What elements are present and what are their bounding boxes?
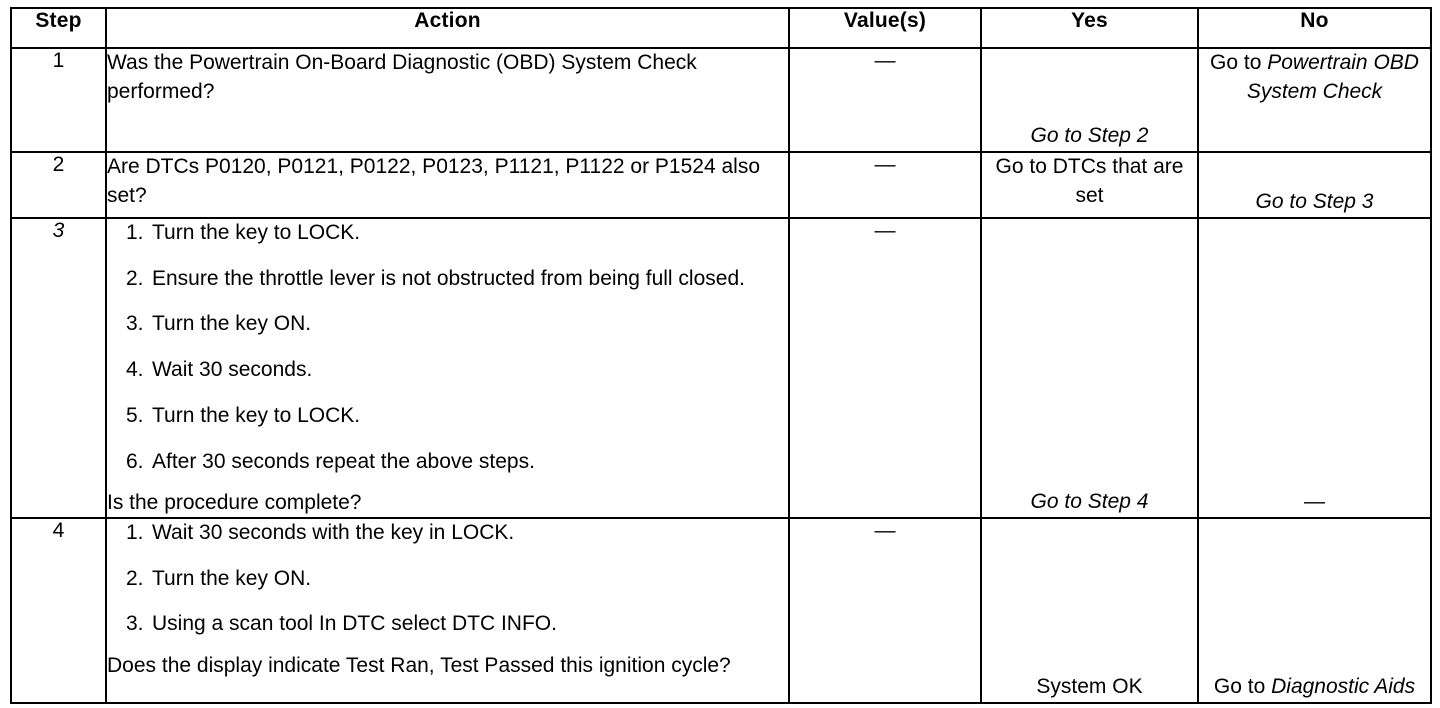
yes-reference: Go to Step 2 (1030, 124, 1149, 148)
list-item-number: 2. (126, 266, 144, 290)
step-number: 2 (10, 151, 107, 219)
yes-cell: System OK (980, 517, 1199, 705)
column-header-no: No (1197, 7, 1432, 49)
yes-cell: Go to Step 4 (980, 216, 1199, 520)
step-number: 1 (10, 47, 107, 153)
no-reference: Diagnostic Aids (1271, 675, 1416, 699)
action-question: Is the procedure complete? (107, 491, 362, 515)
action-cell: Was the Powertrain On-Board Diagnostic (… (105, 47, 790, 153)
list-item: 2. Ensure the throttle lever is not obstr… (107, 265, 788, 293)
action-question: Does the display indicate Test Ran, Test… (107, 654, 731, 678)
list-item-number: 1. (126, 521, 144, 545)
list-item-text: Wait 30 seconds. (152, 358, 313, 382)
table-header: Step Action Value(s) Yes No (10, 7, 1432, 49)
no-cell: — (1197, 216, 1432, 520)
step-number: 3 (10, 216, 107, 520)
no-cell: Go to Step 3 (1197, 151, 1432, 219)
list-item-text: Wait 30 seconds with the key in LOCK. (152, 521, 515, 545)
list-item: 1. Wait 30 seconds with the key in LOCK. (107, 519, 788, 547)
list-item: 3. Turn the key ON. (107, 310, 788, 338)
no-cell: Go to Powertrain OBD System Check (1197, 47, 1432, 153)
table-row: 2 Are DTCs P0120, P0121, P0122, P0123, P… (10, 151, 1432, 219)
action-cell: 1.Wait 30 seconds with the key in LOCK. … (105, 517, 790, 705)
list-item: 1. Turn the key to LOCK. (107, 219, 788, 247)
diagnostic-procedure-table: Step Action Value(s) Yes No 1 Was the Po… (10, 7, 1432, 705)
action-step-list: 1.Wait 30 seconds with the key in LOCK. … (107, 519, 788, 638)
no-reference: Go to Step 3 (1255, 190, 1374, 214)
no-reference: Powertrain OBD System Check (1246, 51, 1419, 103)
list-item-text: Turn the key to LOCK. (152, 403, 361, 427)
list-item-number: 5. (126, 403, 144, 427)
action-step-list: 1. Turn the key to LOCK. 2. Ensure the thr… (107, 219, 788, 475)
action-cell: Are DTCs P0120, P0121, P0122, P0123, P11… (105, 151, 790, 219)
column-header-values: Value(s) (788, 7, 982, 49)
no-prefix: — (1304, 490, 1325, 514)
list-item-number: 3. (126, 312, 144, 336)
table-row: 4 1. Wait 30 seconds with the key in LOCK… (10, 517, 1432, 705)
list-item: 6. After 30 seconds repeat the above step… (107, 448, 788, 476)
list-item-text: Turn the key to LOCK. (152, 221, 361, 244)
value-cell: — (788, 151, 982, 219)
step-number: 4 (10, 517, 107, 705)
column-header-yes: Yes (980, 7, 1199, 49)
value-cell: — (788, 216, 982, 520)
list-item-text: After 30 seconds repeat the above steps. (152, 449, 535, 473)
yes-prefix: Go to DTCs that are set (995, 155, 1184, 207)
list-item-text: Ensure the throttle lever is not obstruc… (152, 266, 745, 290)
yes-prefix: System OK (1036, 675, 1143, 699)
header-row: Step Action Value(s) Yes No (10, 7, 1432, 49)
yes-cell: Go to Step 2 (980, 47, 1199, 153)
list-item-text: Turn the key ON. (152, 312, 312, 336)
table-row: 3 1. Turn the key to LOCK. 2. Ensure the t… (10, 216, 1432, 520)
yes-reference: Go to Step 4 (1030, 490, 1149, 514)
action-text: Was the Powertrain On-Board Diagnostic (… (107, 51, 697, 103)
action-text: Are DTCs P0120, P0121, P0122, P0123, P11… (107, 155, 760, 207)
list-item: 3. Using a scan tool In DTC select DTC IN… (107, 610, 788, 638)
yes-cell: Go to DTCs that are set (980, 151, 1199, 219)
list-item-number: 3. (126, 612, 144, 636)
list-item: 4. Wait 30 seconds. (107, 356, 788, 384)
list-item-text: Using a scan tool In DTC select DTC INFO… (152, 612, 557, 636)
table-row: 1 Was the Powertrain On-Board Diagnostic… (10, 47, 1432, 153)
list-item: 5. Turn the key to LOCK. (107, 402, 788, 430)
no-prefix: Go to (1213, 675, 1272, 699)
list-item-number: 1. (126, 221, 144, 244)
table-body: 1 Was the Powertrain On-Board Diagnostic… (10, 47, 1432, 705)
action-cell: 1. Turn the key to LOCK. 2. Ensure the thr… (105, 216, 790, 520)
value-cell: — (788, 47, 982, 153)
list-item-number: 2. (126, 566, 144, 590)
column-header-step: Step (10, 7, 107, 49)
no-cell: Go to Diagnostic Aids (1197, 517, 1432, 705)
list-item: 2. Turn the key ON. (107, 565, 788, 593)
list-item-number: 4. (126, 358, 144, 382)
no-prefix: Go to (1210, 51, 1268, 74)
column-header-action: Action (105, 7, 790, 49)
list-item-text: Turn the key ON. (152, 566, 312, 590)
value-cell: — (788, 517, 982, 705)
list-item-number: 6. (126, 449, 144, 473)
